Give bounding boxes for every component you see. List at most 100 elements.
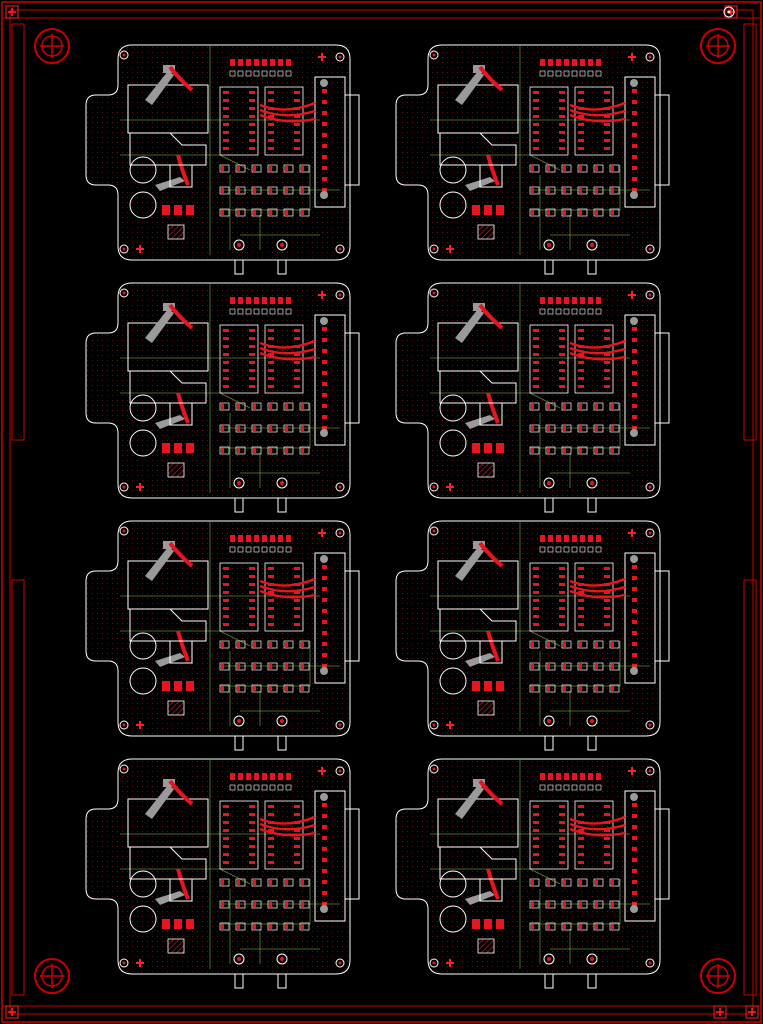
top-copper-bus (259, 815, 316, 837)
smd-pad (221, 880, 224, 885)
ic-pad (578, 615, 584, 618)
ic-pad (223, 615, 229, 618)
ic-pad (559, 91, 565, 94)
connector-pad (322, 144, 327, 148)
smd-pad-silk (285, 546, 292, 553)
connector-pad (322, 133, 327, 137)
connector-pad (322, 177, 327, 181)
smd-pad (186, 681, 194, 691)
smd-footprint (561, 684, 572, 693)
smd-footprint (251, 900, 262, 909)
ic-pad (249, 861, 255, 864)
smd-footprint (545, 900, 556, 909)
top-copper-trace (176, 154, 190, 186)
smd-pad (531, 166, 534, 171)
smd-pad (246, 773, 251, 780)
header-shroud (654, 808, 670, 900)
ic-pad (604, 607, 610, 610)
smd-pad (174, 919, 182, 929)
smd-footprint (593, 900, 604, 909)
smd-footprint (577, 684, 588, 693)
smd-pad-silk (285, 308, 292, 315)
smd-footprint (267, 208, 278, 217)
smd-pad (588, 297, 593, 304)
ic-pad (533, 369, 539, 372)
smd-pad (547, 210, 550, 215)
connector-pad (322, 349, 327, 353)
smd-pad (547, 664, 550, 669)
smd-footprint (219, 164, 230, 173)
pcb-board (395, 44, 670, 275)
ic-pad (559, 345, 565, 348)
smd-pad (547, 902, 550, 907)
ic-pad (604, 567, 610, 570)
test-pad (233, 953, 245, 965)
smd-pad (531, 686, 534, 691)
smd-pad (484, 681, 492, 691)
ic-pad (533, 591, 539, 594)
smd-pad-silk (579, 70, 586, 77)
smd-pad (472, 205, 480, 215)
smd-pad (301, 210, 304, 215)
smd-pad (286, 773, 291, 780)
board-mount-hole (429, 288, 439, 298)
smd-pad (237, 642, 240, 647)
smd-footprint (299, 684, 310, 693)
smd-pad-silk (261, 308, 268, 315)
ic-pad (533, 377, 539, 380)
ic-pad (604, 861, 610, 864)
ic-pad (249, 377, 255, 380)
ic-pad (533, 805, 539, 808)
ic-pad (294, 131, 300, 134)
smd-pad (269, 210, 272, 215)
smd-footprint (561, 424, 572, 433)
ic-pad (559, 329, 565, 332)
smd-pad (186, 205, 194, 215)
ic-pad (533, 329, 539, 332)
smd-pad-silk (229, 784, 236, 791)
fiducial-cross-icon (628, 53, 636, 61)
ic-pad (223, 599, 229, 602)
ic-pad (578, 353, 584, 356)
test-pad (543, 239, 555, 251)
smd-footprint (251, 424, 262, 433)
ic-pad (223, 99, 229, 102)
smd-pad-silk (579, 546, 586, 553)
smd-pad-silk (539, 784, 546, 791)
smd-pad (254, 297, 259, 304)
smd-footprint (561, 186, 572, 195)
fiducial-cross-icon (446, 721, 454, 729)
smd-pad (301, 166, 304, 171)
smd-pad-silk (237, 308, 244, 315)
connector-pad (322, 609, 327, 613)
ic-pad (223, 591, 229, 594)
ic-pad (559, 353, 565, 356)
smd-pad-silk (277, 308, 284, 315)
board-mount-hole-center (122, 767, 126, 771)
smd-pad (563, 642, 566, 647)
smd-footprint (529, 900, 540, 909)
edge-tab (587, 973, 597, 989)
smd-pad-silk (563, 70, 570, 77)
component-outline (439, 608, 517, 642)
ic-pad (559, 337, 565, 340)
smd-pad (472, 443, 480, 453)
smd-pad-silk (555, 70, 562, 77)
board-mount-hole-center (122, 53, 126, 57)
edge-tab (277, 735, 287, 751)
smd-pad-silk (237, 546, 244, 553)
connector-pad (322, 653, 327, 657)
ic-pad (268, 837, 274, 840)
smd-pad (301, 426, 304, 431)
connector-pad (322, 576, 327, 580)
connector-pad (632, 847, 637, 851)
smd-footprint (219, 662, 230, 671)
smd-pad (230, 535, 235, 542)
smd-pad (278, 773, 283, 780)
board-mount-hole (335, 244, 345, 254)
right-rail-strip (743, 579, 757, 996)
smd-pad (285, 642, 288, 647)
board-mount-hole-center (338, 769, 342, 773)
smd-pad-silk (563, 308, 570, 315)
